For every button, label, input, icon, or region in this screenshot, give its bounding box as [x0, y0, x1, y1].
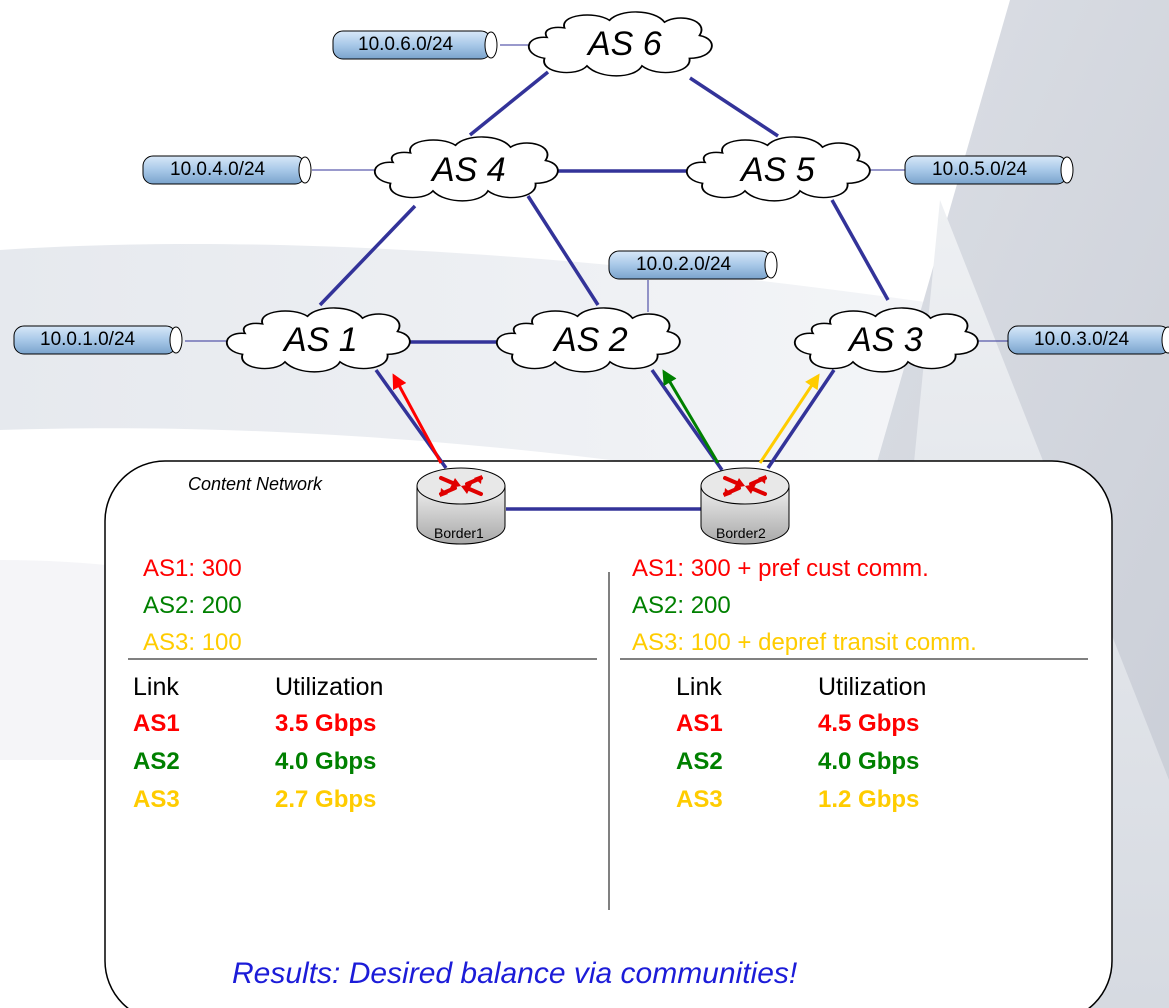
border1-router-icon	[416, 467, 506, 545]
link-as6-as5	[689, 76, 779, 138]
right-row-as3-util: 1.2 Gbps	[818, 786, 920, 813]
right-header-utilization: Utilization	[818, 673, 927, 701]
link-as6-as4	[468, 70, 550, 137]
flow-arrow-as1	[392, 373, 443, 464]
left-pref-as1: AS1: 300	[143, 555, 242, 582]
as4-prefix: 10.0.4.0/24	[170, 159, 266, 180]
flow-arrow-as2	[662, 369, 720, 464]
left-header-link: Link	[133, 673, 179, 701]
right-header-link: Link	[676, 673, 722, 701]
as3-label: AS 3	[849, 321, 923, 359]
right-pref-as3: AS3: 100 + depref transit comm.	[632, 629, 977, 656]
left-row-as2-util: 4.0 Gbps	[275, 748, 377, 775]
as6-prefix: 10.0.6.0/24	[358, 34, 454, 55]
border2-label: Border2	[716, 525, 766, 541]
as-links	[318, 70, 890, 511]
link-as5-as3	[830, 199, 890, 301]
left-row-as1-util: 3.5 Gbps	[275, 710, 377, 737]
as5-prefix: 10.0.5.0/24	[932, 159, 1028, 180]
flow-arrow-as3	[758, 373, 820, 464]
as2-label: AS 2	[554, 321, 628, 359]
as1-prefix: 10.0.1.0/24	[40, 329, 136, 350]
right-pref-as1: AS1: 300 + pref cust comm.	[632, 555, 929, 582]
border2-router-icon	[700, 467, 790, 545]
right-row-as1-util: 4.5 Gbps	[818, 710, 920, 737]
as4-label: AS 4	[432, 151, 506, 189]
link-as3-border2	[766, 369, 836, 469]
as3-prefix: 10.0.3.0/24	[1034, 329, 1130, 350]
border1-label: Border1	[434, 525, 484, 541]
result-text: Results: Desired balance via communities…	[232, 957, 798, 990]
left-row-as2-link: AS2	[133, 748, 180, 775]
prefix-tube-as6	[332, 30, 498, 60]
right-row-as2-link: AS2	[676, 748, 723, 775]
prefix-tube-as2	[608, 250, 778, 280]
left-pref-as2: AS2: 200	[143, 592, 242, 619]
left-header-utilization: Utilization	[275, 673, 384, 701]
as5-label: AS 5	[741, 151, 815, 189]
link-as4-as1	[318, 204, 417, 307]
right-row-as2-util: 4.0 Gbps	[818, 748, 920, 775]
right-row-as3-link: AS3	[676, 786, 723, 813]
as1-label: AS 1	[284, 321, 358, 359]
left-pref-as3: AS3: 100	[143, 629, 242, 656]
as2-prefix: 10.0.2.0/24	[636, 254, 732, 275]
right-pref-as2: AS2: 200	[632, 592, 731, 619]
prefix-tube-as4	[142, 155, 312, 185]
left-row-as3-link: AS3	[133, 786, 180, 813]
left-row-as1-link: AS1	[133, 710, 180, 737]
prefix-tube-as3	[1007, 325, 1169, 355]
link-as4-as2	[526, 195, 600, 306]
link-as2-border2	[650, 368, 724, 472]
content-network-title: Content Network	[188, 474, 323, 494]
prefix-tube-as5	[904, 155, 1074, 185]
as6-label: AS 6	[588, 25, 662, 63]
prefix-tube-as1	[13, 325, 183, 355]
left-row-as3-util: 2.7 Gbps	[275, 786, 377, 813]
right-row-as1-link: AS1	[676, 710, 723, 737]
